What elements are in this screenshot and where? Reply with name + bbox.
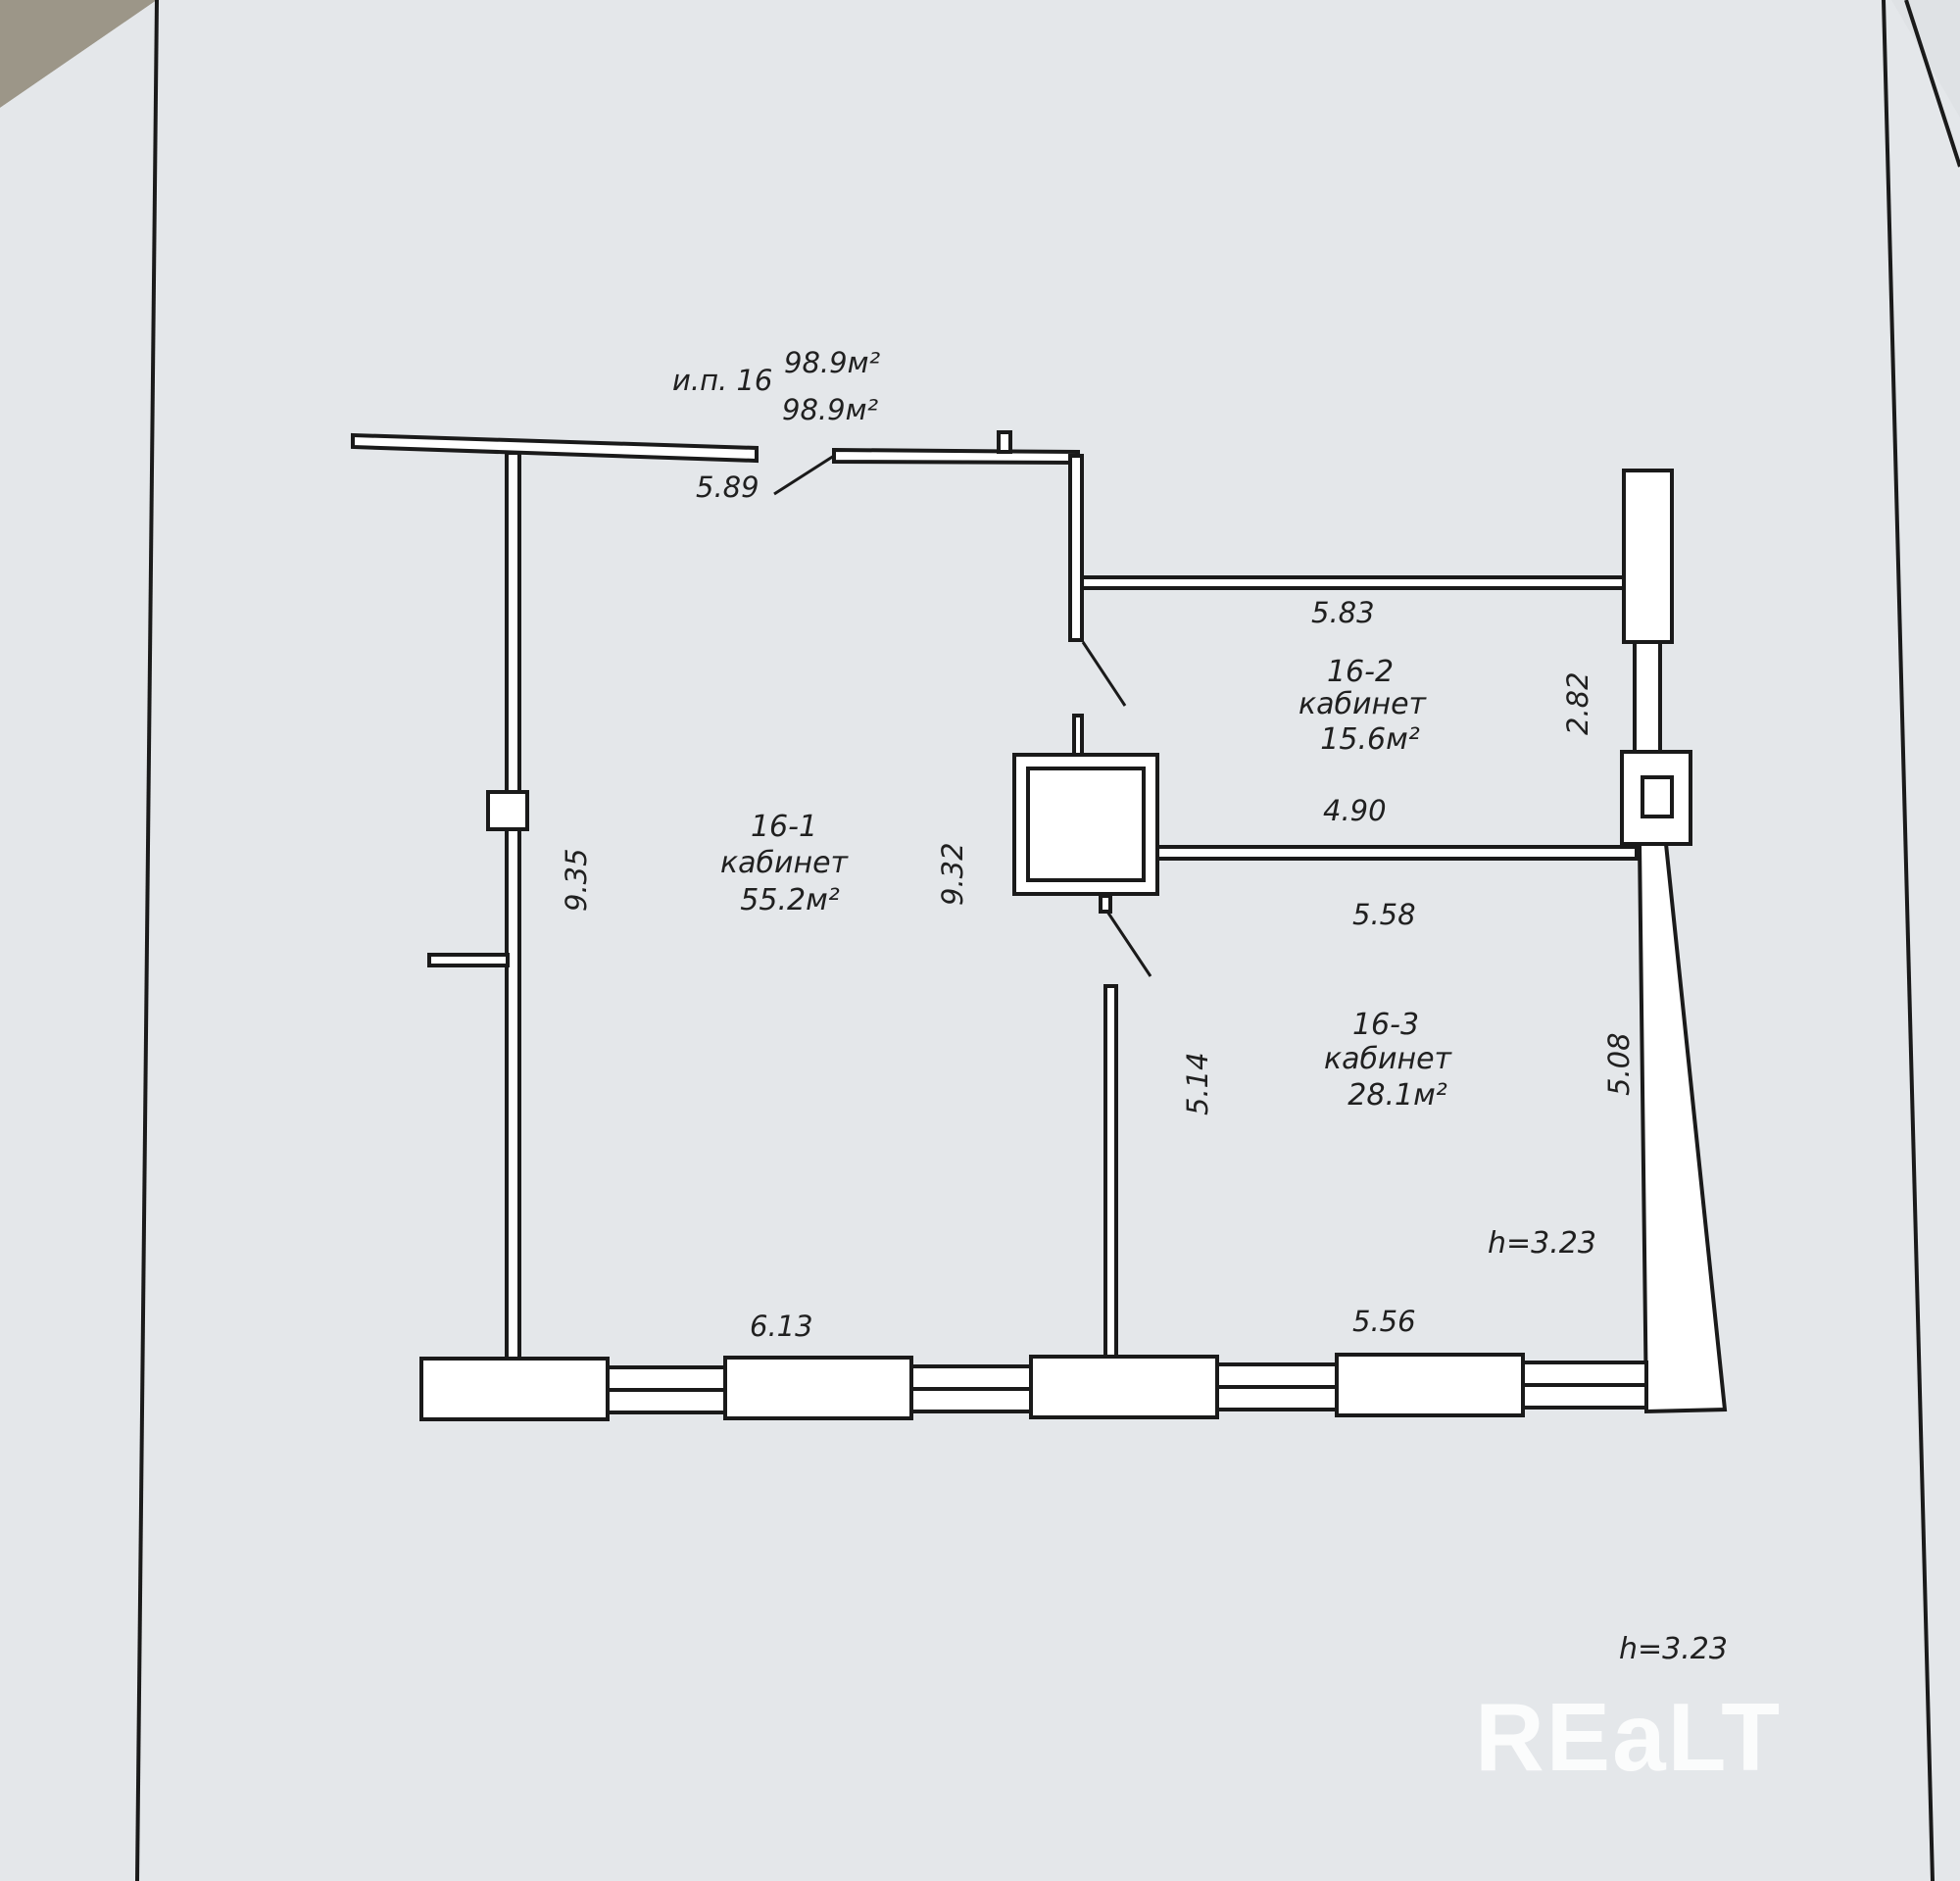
room2-number: 16-2: [1327, 655, 1394, 689]
room1-type: кабинет: [720, 846, 850, 880]
room2-area: 15.6м²: [1320, 722, 1419, 757]
dim-bottom-right: 5.56: [1352, 1305, 1416, 1338]
bottom-pier-1: [419, 1357, 610, 1421]
watermark-logo: REaLT: [1475, 1683, 1782, 1791]
dim-room1-right: 9.32: [936, 842, 969, 906]
sheet-frame: [135, 0, 1960, 1881]
dim-room1-left: 9.35: [560, 848, 593, 912]
room3-left-wall: [1103, 984, 1118, 1361]
room2-type: кабинет: [1298, 687, 1428, 721]
dim-room2-right: 2.82: [1561, 671, 1594, 735]
bottom-pier-4: [1335, 1353, 1525, 1417]
bottom-pier-3: [1029, 1355, 1219, 1419]
unit-label: и.п. 16: [672, 364, 772, 397]
room2-top-wall: [1080, 575, 1629, 590]
ceiling-height-room: h=3.23: [1488, 1226, 1596, 1261]
shaft-inner: [1026, 767, 1146, 882]
room3-top-wall: [1155, 845, 1639, 861]
walls: [351, 430, 1728, 1421]
door-swings: [773, 454, 1152, 977]
room1-area: 55.2м²: [740, 883, 839, 917]
dim-room2-top: 5.83: [1311, 596, 1375, 629]
right-pier-upper: [1622, 469, 1674, 644]
dim-room3-right: 5.08: [1602, 1032, 1636, 1096]
room3-type: кабинет: [1324, 1042, 1453, 1076]
room3-number: 16-3: [1352, 1008, 1419, 1042]
right-pier-lower: [1620, 750, 1692, 846]
top-wall-left: [351, 432, 759, 464]
bottom-pier-2: [723, 1356, 913, 1420]
room3-area: 28.1м²: [1348, 1078, 1446, 1113]
dim-room2-bottom: 4.90: [1323, 794, 1387, 827]
area-useful: 98.9м²: [782, 393, 878, 426]
left-wall: [505, 451, 521, 1361]
room1-number: 16-1: [751, 810, 817, 844]
dim-bottom-left: 6.13: [750, 1310, 813, 1343]
corridor-wall: [1068, 454, 1084, 642]
dim-room3-left: 5.14: [1181, 1052, 1214, 1115]
area-total: 98.9м²: [784, 346, 880, 379]
dim-top-left: 5.89: [696, 470, 760, 504]
dim-room3-top: 5.58: [1352, 898, 1416, 931]
ceiling-height-sheet: h=3.23: [1619, 1632, 1728, 1666]
right-exterior-wall: [1637, 842, 1728, 1414]
